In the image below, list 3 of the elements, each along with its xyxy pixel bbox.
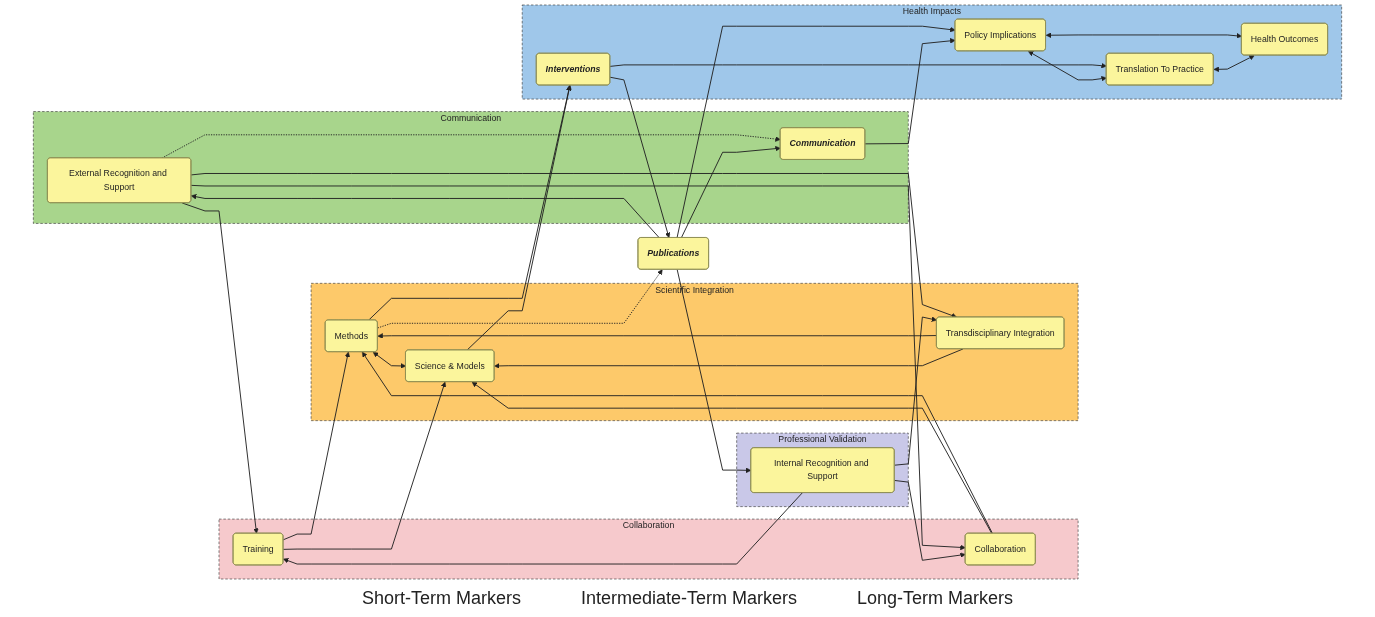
column-label: Long-Term Markers — [857, 588, 1014, 609]
column-label: Short-Term Markers — [361, 588, 521, 609]
column-label: Intermediate-Term Markers — [580, 588, 797, 609]
